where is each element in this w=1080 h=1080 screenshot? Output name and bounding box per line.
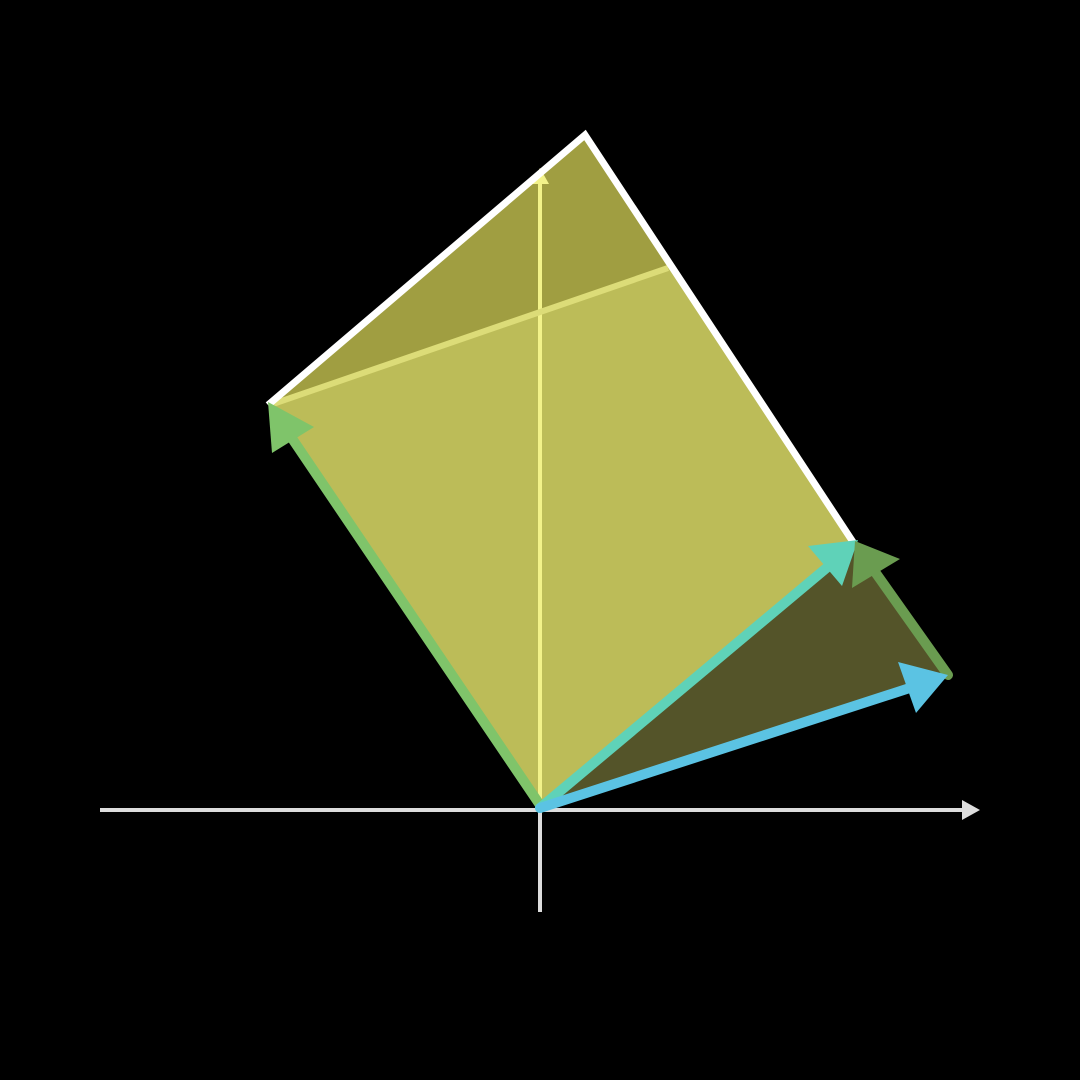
blue-vector-arrowhead — [898, 662, 948, 713]
dark-green-vector-arrowhead — [852, 541, 900, 588]
parallelogram-outline — [265, 129, 858, 547]
light-green-vector-arrowhead — [268, 402, 314, 453]
lower-shaded-triangle — [540, 545, 948, 810]
light-green-vector — [280, 423, 545, 810]
dark-green-vector — [863, 557, 953, 680]
x-axis-arrowhead — [962, 800, 980, 820]
blue-vector — [535, 679, 927, 813]
diagonal-guide-line — [269, 265, 669, 408]
upper-shaded-region — [270, 135, 668, 405]
teal-vector-arrowhead — [808, 540, 858, 586]
teal-vector — [535, 555, 841, 813]
